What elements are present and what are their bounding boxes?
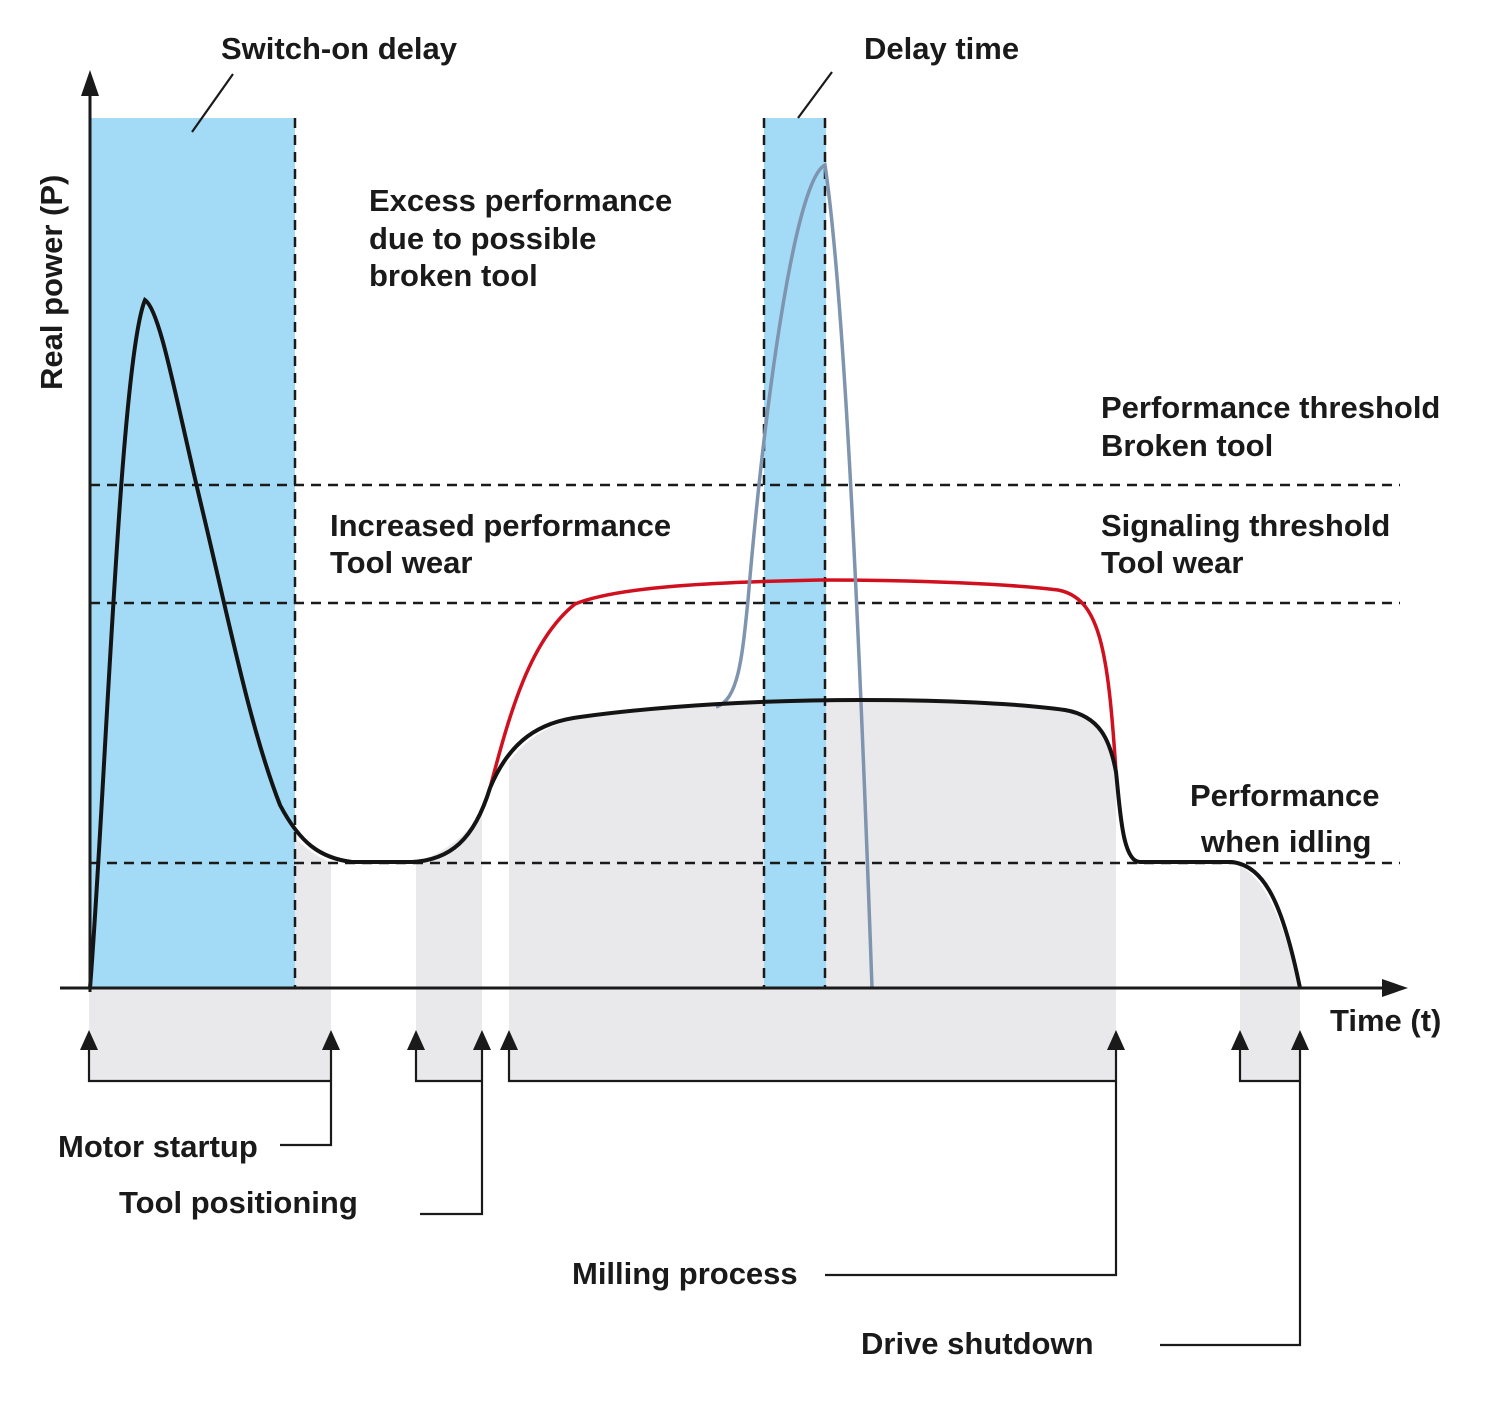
y-axis-arrow [81,70,99,96]
switch-on-delay-callout [191,73,234,133]
excess-performance-label: due to possible [369,221,596,256]
arrow-up-icon [322,1030,340,1050]
arrow-up-icon [473,1030,491,1050]
excess-performance-label: broken tool [369,258,538,293]
x-axis-arrow [1382,979,1408,997]
performance-threshold-label: Performance threshold [1101,390,1440,425]
tool-positioning-leader [420,1048,484,1216]
y-axis-label: Real power (P) [34,175,69,390]
motor-startup-bracket [87,1048,331,1083]
arrow-up-icon [80,1030,98,1050]
motor-startup-label: Motor startup [58,1129,258,1164]
excess-performance-label: Excess performance [369,183,672,218]
drive-shutdown-bracket-fill [1240,988,1300,1081]
delay-time-callout [797,71,833,119]
milling-process-bracket-fill [509,988,1116,1081]
motor-startup-leader [280,1048,333,1147]
switch-on-delay-label: Switch-on delay [221,31,458,66]
tool-positioning-bracket-fill [416,988,482,1081]
delay-time-band [764,118,826,988]
arrow-up-icon [1231,1030,1249,1050]
phase-brackets [80,1030,1309,1347]
increased-performance-label: Tool wear [330,545,472,580]
performance-threshold-label: Broken tool [1101,428,1273,463]
arrow-up-icon [407,1030,425,1050]
signaling-threshold-label: Tool wear [1101,545,1243,580]
switch-on-delay-band [90,118,295,988]
motor-startup-bracket-fill [89,988,331,1081]
milling-process-leader [825,1048,1118,1277]
motor-startup-shade [295,838,331,988]
drive-shutdown-bracket [1238,1048,1300,1083]
drive-shutdown-leader [1160,1048,1302,1347]
signaling-threshold-label: Signaling threshold [1101,508,1390,543]
increased-performance-label: Increased performance [330,508,671,543]
tool-positioning-shade [416,812,482,988]
tool-wear-curve [488,578,1118,789]
tool-positioning-label: Tool positioning [119,1185,358,1220]
milling-process-label: Milling process [572,1256,798,1291]
arrow-up-icon [1107,1030,1125,1050]
normal-power-curve [88,296,1302,989]
phase-brackets-shading [89,988,1300,1081]
drive-shutdown-label: Drive shutdown [861,1326,1094,1361]
milling-process-bracket [507,1048,1116,1083]
broken-tool-curve [715,162,874,989]
idle-performance-label: Performance [1190,778,1380,813]
arrow-up-icon [1291,1030,1309,1050]
drive-shutdown-shade [1240,866,1300,988]
delay-time-label: Delay time [864,31,1019,66]
arrow-up-icon [500,1030,518,1050]
idle-performance-label: when idling [1200,824,1372,859]
tool-positioning-bracket [414,1048,482,1083]
x-axis-label: Time (t) [1330,1003,1441,1038]
